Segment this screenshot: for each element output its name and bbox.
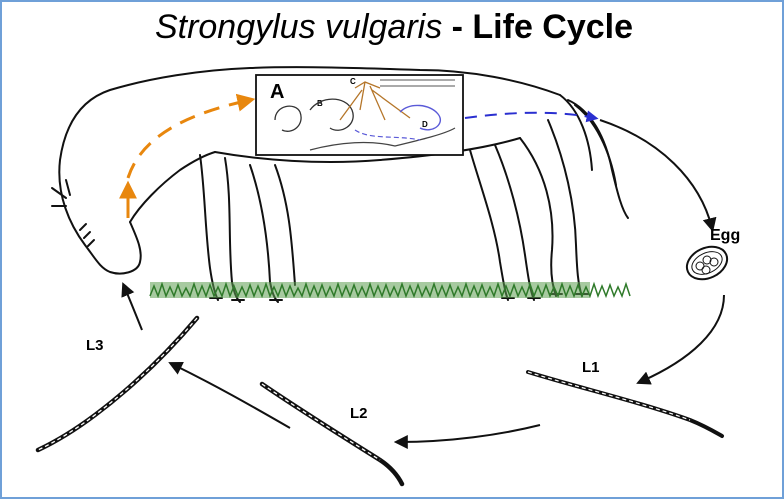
label-l1: L1: [582, 359, 600, 376]
label-l3: L3: [86, 337, 104, 354]
larva-l3-icon: [38, 318, 197, 450]
migration-arrow-curve: [128, 100, 250, 178]
egg-icon: [682, 241, 733, 286]
cycle-arrow-to-l3: [172, 364, 290, 428]
grass-icon: [150, 282, 630, 298]
label-egg: Egg: [710, 227, 740, 244]
inset-label-d: D: [422, 120, 428, 129]
larva-l1-icon: [528, 372, 722, 436]
inset-label-c: C: [350, 77, 356, 86]
cycle-arrow-to-l2: [398, 425, 540, 442]
inset-box-a: A B C D: [256, 75, 463, 155]
cycle-arrow-to-horse: [124, 286, 142, 330]
inset-label-a: A: [270, 81, 284, 103]
label-l2: L2: [350, 405, 368, 422]
cycle-arrow-to-egg: [600, 120, 712, 228]
larva-l2-icon: [262, 384, 402, 484]
cycle-arrow-to-l1: [640, 295, 724, 382]
